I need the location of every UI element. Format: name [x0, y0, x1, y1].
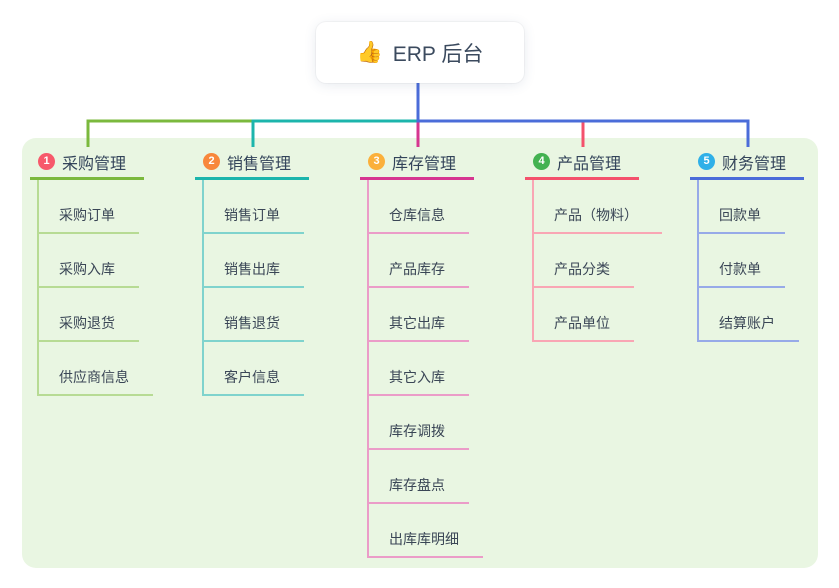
- branch-1: 1 采购管理采购订单采购入库采购退货供应商信息: [30, 146, 192, 396]
- branch-label: 库存管理: [392, 155, 457, 173]
- child-node-label[interactable]: 出库库明细: [369, 529, 483, 558]
- child-node-label[interactable]: 其它出库: [369, 313, 469, 342]
- thumbs-up-icon: 👍: [356, 41, 383, 64]
- branch-3: 3 库存管理仓库信息产品库存其它出库其它入库库存调拨库存盘点出库库明细: [360, 146, 522, 558]
- child-node: 采购退货: [39, 288, 139, 342]
- branch-head-4[interactable]: 4 产品管理: [525, 146, 639, 180]
- branch-head-1[interactable]: 1 采购管理: [30, 146, 144, 180]
- child-node: 付款单: [699, 234, 785, 288]
- child-node: 客户信息: [204, 342, 304, 396]
- child-node-label[interactable]: 产品单位: [534, 313, 634, 342]
- branch-number-badge: 1: [38, 153, 55, 170]
- child-node-label[interactable]: 库存盘点: [369, 475, 469, 504]
- branch-children-list: 仓库信息产品库存其它出库其它入库库存调拨库存盘点出库库明细: [367, 180, 522, 558]
- branch-5: 5 财务管理回款单付款单结算账户: [690, 146, 839, 342]
- child-node: 产品分类: [534, 234, 634, 288]
- child-node: 库存盘点: [369, 450, 469, 504]
- branch-head-2[interactable]: 2 销售管理: [195, 146, 309, 180]
- child-node-label[interactable]: 库存调拨: [369, 421, 469, 450]
- child-node: 产品单位: [534, 288, 634, 342]
- child-node-label[interactable]: 客户信息: [204, 367, 304, 396]
- child-node-label[interactable]: 产品（物料）: [534, 205, 662, 234]
- child-node-label[interactable]: 产品库存: [369, 259, 469, 288]
- child-node-label[interactable]: 销售订单: [204, 205, 304, 234]
- child-node-label[interactable]: 采购入库: [39, 259, 139, 288]
- branch-children-list: 产品（物料） 产品分类产品单位: [532, 180, 687, 342]
- child-node: 库存调拨: [369, 396, 469, 450]
- child-node-label[interactable]: 仓库信息: [369, 205, 469, 234]
- child-node: 销售出库: [204, 234, 304, 288]
- child-node: 销售订单: [204, 180, 304, 234]
- child-node-label[interactable]: 回款单: [699, 205, 785, 234]
- branch-number-badge: 4: [533, 153, 550, 170]
- child-node: 仓库信息: [369, 180, 469, 234]
- child-node-label[interactable]: 采购退货: [39, 313, 139, 342]
- branch-label: 销售管理: [227, 155, 292, 173]
- child-node-label[interactable]: 销售退货: [204, 313, 304, 342]
- branch-number-badge: 2: [203, 153, 220, 170]
- child-node-label[interactable]: 销售出库: [204, 259, 304, 288]
- branch-children-list: 采购订单采购入库采购退货供应商信息: [37, 180, 192, 396]
- child-node-label[interactable]: 付款单: [699, 259, 785, 288]
- root-node-label: ERP 后台: [392, 42, 484, 66]
- child-node: 产品库存: [369, 234, 469, 288]
- child-node-label[interactable]: 产品分类: [534, 259, 634, 288]
- mindmap-background-panel: [22, 138, 818, 568]
- branch-head-5[interactable]: 5 财务管理: [690, 146, 804, 180]
- child-node: 销售退货: [204, 288, 304, 342]
- child-node: 产品（物料）: [534, 180, 662, 234]
- branch-label: 财务管理: [722, 155, 787, 173]
- child-node-label[interactable]: 结算账户: [699, 313, 799, 342]
- child-node: 其它入库: [369, 342, 469, 396]
- branch-2: 2 销售管理销售订单销售出库销售退货客户信息: [195, 146, 357, 396]
- branch-4: 4 产品管理产品（物料） 产品分类产品单位: [525, 146, 687, 342]
- child-node: 供应商信息: [39, 342, 153, 396]
- branch-label: 采购管理: [62, 155, 127, 173]
- child-node: 出库库明细: [369, 504, 483, 558]
- branch-children-list: 销售订单销售出库销售退货客户信息: [202, 180, 357, 396]
- child-node: 结算账户: [699, 288, 799, 342]
- branch-children-list: 回款单付款单结算账户: [697, 180, 839, 342]
- child-node-label[interactable]: 供应商信息: [39, 367, 153, 396]
- branch-number-badge: 3: [368, 153, 385, 170]
- branch-number-badge: 5: [698, 153, 715, 170]
- root-node-erp-backend[interactable]: 👍 ERP 后台: [316, 22, 524, 83]
- child-node: 回款单: [699, 180, 785, 234]
- child-node: 采购订单: [39, 180, 139, 234]
- child-node: 其它出库: [369, 288, 469, 342]
- branch-head-3[interactable]: 3 库存管理: [360, 146, 474, 180]
- branch-label: 产品管理: [557, 155, 622, 173]
- child-node-label[interactable]: 采购订单: [39, 205, 139, 234]
- child-node: 采购入库: [39, 234, 139, 288]
- child-node-label[interactable]: 其它入库: [369, 367, 469, 396]
